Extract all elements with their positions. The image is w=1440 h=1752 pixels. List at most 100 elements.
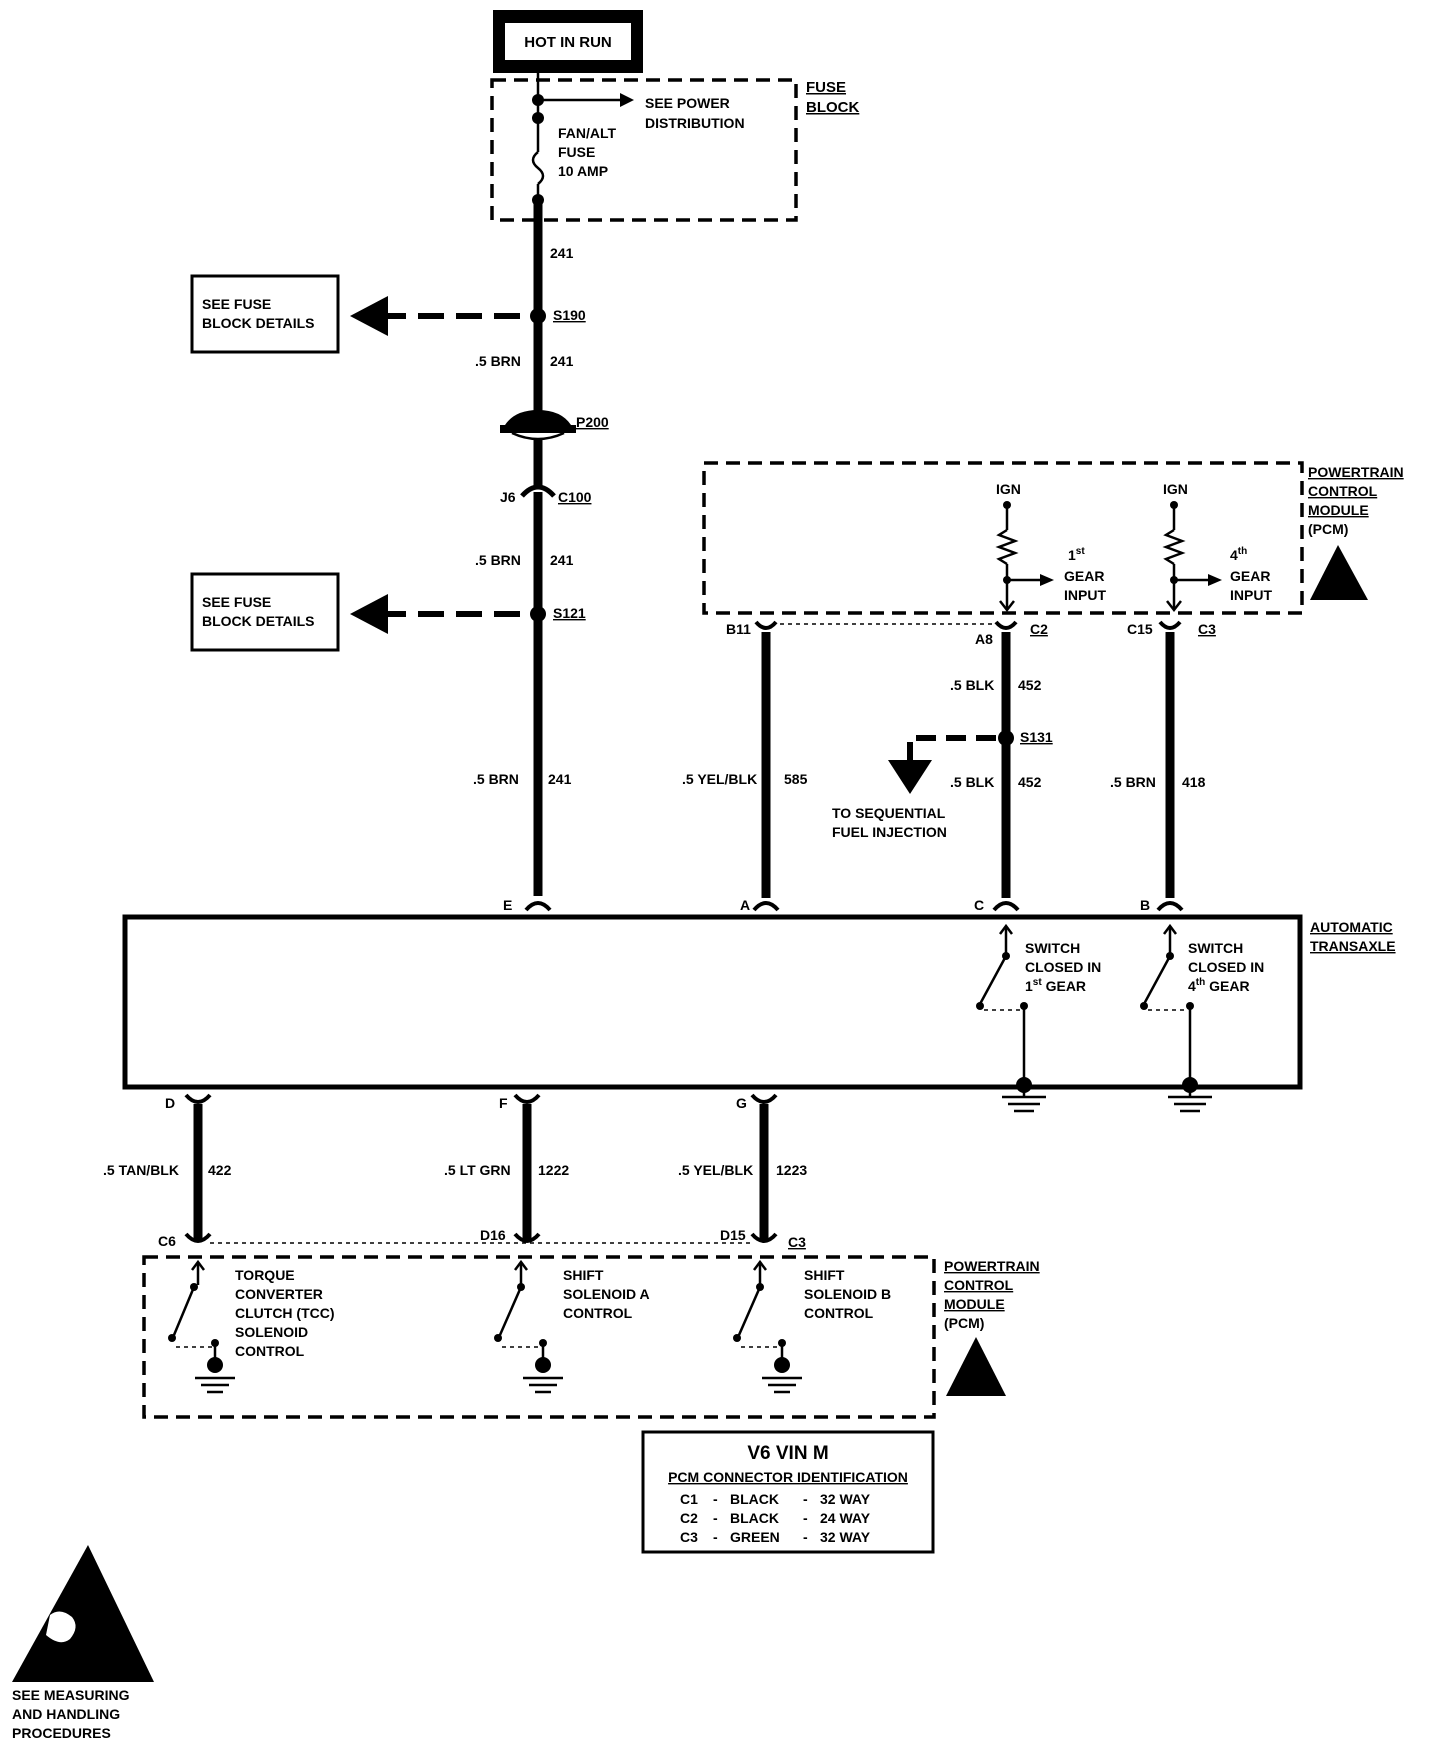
switch1-line2: CLOSED IN [1025,959,1101,975]
wire-tanblk-label: .5 TAN/BLK [103,1162,179,1178]
row1-sep2: - [803,1491,808,1507]
resistor-icon-2 [1162,528,1186,566]
esd-warning-icon-2 [946,1337,1006,1396]
wire-1223-label: 1223 [776,1162,807,1178]
c2-label: C2 [1030,621,1048,637]
pin-e-label: E [503,897,512,913]
wire-585-label: 585 [784,771,808,787]
power-arrow-icon [620,93,634,107]
wire-blk-label-1: .5 BLK [950,677,994,693]
wire-ltgrn-label: .5 LT GRN [444,1162,511,1178]
see-power-2: DISTRIBUTION [645,115,745,131]
fuse-label-1: FAN/ALT [558,125,617,141]
switch-4th-icon [1142,955,1172,1005]
row2-sep: - [713,1510,718,1526]
p200-label: P200 [576,414,609,430]
wire-452-label-1: 452 [1018,677,1042,693]
connector-id-table: V6 VIN M PCM CONNECTOR IDENTIFICATION C1… [641,1430,935,1554]
pcm-upper-title-1: POWERTRAIN [1308,464,1404,480]
wire-241-label-3: 241 [550,552,574,568]
wire-452-label-2: 452 [1018,774,1042,790]
shift-b-line2: SOLENOID B [804,1286,891,1302]
arrow-down-icon [888,760,932,794]
fuse-block-title-2: BLOCK [806,99,859,116]
wire-blk-label-2: .5 BLK [950,774,994,790]
wire-241-label-4: 241 [548,771,572,787]
row1-color: BLACK [730,1491,779,1507]
gear4-input: INPUT [1230,587,1272,603]
esd-warning-large-icon [12,1545,154,1682]
row2-ways: 24 WAY [820,1510,871,1526]
see-fuse-1-line2: BLOCK DETAILS [202,315,315,331]
row3-sep: - [713,1529,718,1545]
wire-422-label: 422 [208,1162,232,1178]
row1-ways: 32 WAY [820,1491,871,1507]
row3-sep2: - [803,1529,808,1545]
see-fuse-2-line1: SEE FUSE [202,594,271,610]
shift-a-line2: SOLENOID A [563,1286,650,1302]
connector-id-title: V6 VIN M [747,1443,828,1464]
switch4-line1: SWITCH [1188,940,1243,956]
esd-line1: SEE MEASURING [12,1687,130,1703]
tcc-line2: CONVERTER [235,1286,323,1302]
a8-label: A8 [975,631,993,647]
wire-yelblk-label: .5 YEL/BLK [682,771,757,787]
splice-s131 [998,730,1014,746]
pcm-upper-title-2: CONTROL [1308,483,1378,499]
ground-icon-1 [1002,1077,1046,1113]
esd-warning-icon-1 [1310,545,1368,600]
tcc-line3: CLUTCH (TCC) [235,1305,335,1321]
ign-label-2: IGN [1163,481,1188,497]
wire-brn-label-2: .5 BRN [475,552,521,568]
transaxle-title-1: AUTOMATIC [1310,919,1393,935]
pin-f-label: F [499,1095,508,1111]
d16-label: D16 [480,1227,506,1243]
switch1-gear: 1st GEAR [1025,977,1086,994]
sequential-line1: TO SEQUENTIAL [832,805,946,821]
wire-brn-label-1: .5 BRN [475,353,521,369]
wire-241-label-2: 241 [550,353,574,369]
j6-label: J6 [500,489,516,505]
automatic-transaxle: AUTOMATIC TRANSAXLE SWITCH CLOSED IN 1st… [122,914,1396,1090]
pcm-lower-title-4: (PCM) [944,1315,984,1331]
pcm-lower: POWERTRAIN CONTROL MODULE (PCM) TORQUE C… [142,1255,1040,1419]
row2-color: BLACK [730,1510,779,1526]
see-fuse-2-line2: BLOCK DETAILS [202,613,315,629]
row2-id: C2 [680,1510,698,1526]
pcm-upper-title-3: MODULE [1308,502,1369,518]
switch-1st-icon [978,955,1008,1005]
b11-label: B11 [726,621,751,637]
wire-brn-label-4: .5 BRN [1110,774,1156,790]
connector-p200: P200 [500,410,609,441]
fuse-block-title-1: FUSE [806,79,846,96]
gear1-input: INPUT [1064,587,1106,603]
pcm-lower-title-2: CONTROL [944,1277,1014,1293]
wire-yelblk-label-2: .5 YEL/BLK [678,1162,753,1178]
see-fuse-block-box-1 [190,274,340,354]
gear1-num: 1st [1068,546,1085,563]
pcm-upper-title-4: (PCM) [1308,521,1348,537]
gear4-word: GEAR [1230,568,1270,584]
splice-s131-label: S131 [1020,729,1053,745]
shift-b-line1: SHIFT [804,1267,845,1283]
arrow-left-icon-2 [350,594,388,634]
gear4-num: 4th [1230,546,1247,563]
shift-b-switch-icon [733,1259,802,1394]
pin-a-label: A [740,897,750,913]
row3-ways: 32 WAY [820,1529,871,1545]
sequential-line2: FUEL INJECTION [832,824,947,840]
see-fuse-1-line1: SEE FUSE [202,296,271,312]
fuse-block: FUSE BLOCK SEE POWER DISTRIBUTION FAN/AL… [490,73,859,222]
splice-s190-label: S190 [553,307,586,323]
splice-s121-label: S121 [553,605,586,621]
c6-label: C6 [158,1233,176,1249]
shift-a-line1: SHIFT [563,1267,604,1283]
gear1-arrow-icon [1040,574,1054,586]
ground-icon-2 [1168,1077,1212,1113]
splice-s190 [530,308,546,324]
row3-color: GREEN [730,1529,780,1545]
wire-1222-label: 1222 [538,1162,569,1178]
d15-label: D15 [720,1227,746,1243]
gear1-word: GEAR [1064,568,1104,584]
